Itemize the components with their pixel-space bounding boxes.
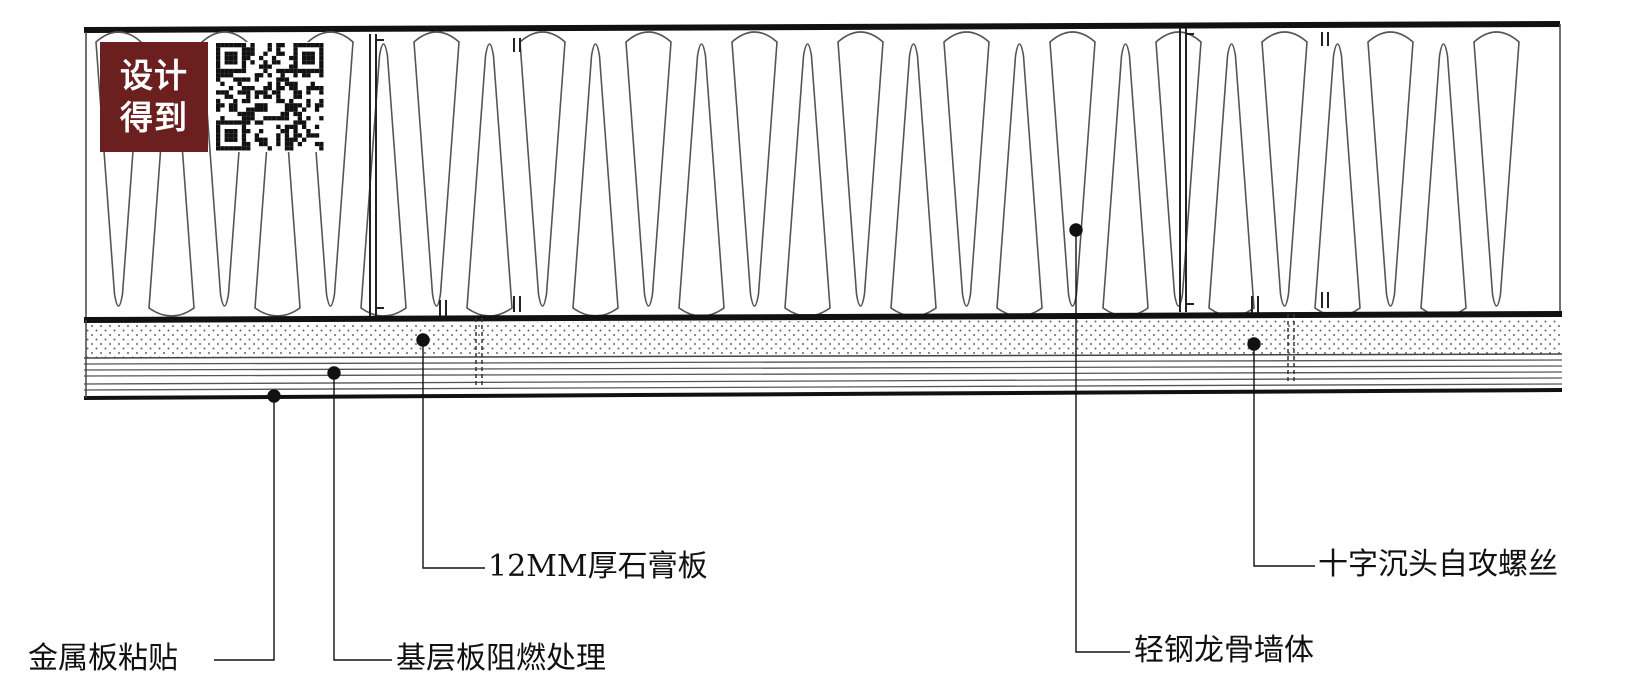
insulation-wave	[625, 31, 672, 307]
insulation-wave	[307, 31, 354, 307]
insulation-wave	[572, 43, 619, 317]
label-steel-stud-wall: 轻钢龙骨墙体	[1134, 633, 1314, 668]
insulation-wave	[360, 43, 407, 317]
insulation-wave	[1102, 43, 1149, 317]
insulation-wave	[731, 31, 778, 307]
insulation-wave	[943, 31, 990, 307]
metal-panel-line	[83, 388, 1563, 400]
leaders	[214, 223, 1315, 661]
insulation-wave	[1155, 31, 1202, 307]
insulation-wave	[678, 43, 725, 317]
leader-line-metal	[214, 396, 275, 661]
steel-stud-right	[1179, 28, 1194, 312]
insulation-wave	[1314, 43, 1361, 317]
insulation-wave	[201, 31, 248, 307]
insulation-wave	[996, 43, 1043, 317]
insulation-wave	[1473, 31, 1520, 307]
insulation-wave	[1367, 31, 1414, 307]
steel-stud-left	[369, 34, 384, 316]
insulation-wave	[784, 43, 831, 317]
top-wall-line	[83, 21, 1561, 33]
leader-line-steel	[1075, 230, 1130, 653]
design-logo: 设计 得到	[100, 42, 208, 152]
stud-clips	[439, 32, 1329, 318]
insulation-wave	[1261, 31, 1308, 307]
gypsum-board-bottom	[83, 353, 1563, 359]
insulation-wave	[466, 43, 513, 317]
insulation-wave	[413, 31, 460, 307]
label-base-board: 基层板阻燃处理	[396, 641, 606, 676]
base-board-lines	[83, 359, 1563, 391]
logo-line-2: 得到	[120, 98, 188, 137]
logo-line-1: 设计	[120, 56, 188, 95]
insulation-wave	[837, 31, 884, 307]
qr-code[interactable]	[214, 42, 326, 152]
insulation-wave	[1420, 43, 1467, 317]
insulation-wave	[519, 31, 566, 307]
insulation-wave	[1208, 43, 1255, 317]
insulation-pattern	[95, 31, 1520, 317]
insulation-wave	[890, 43, 937, 317]
leader-line-base	[333, 373, 392, 661]
label-gypsum-board: 12MM厚石膏板	[488, 549, 708, 584]
leader-line-screw	[1253, 344, 1315, 567]
bottom-wall-line	[83, 311, 1563, 323]
insulation-wave	[1049, 31, 1096, 307]
insulation-wave	[95, 31, 142, 307]
screw-marks	[475, 314, 1295, 386]
leader-line-gypsum	[422, 340, 485, 569]
gypsum-board-layer	[84, 318, 1562, 358]
label-metal-panel: 金属板粘贴	[28, 641, 178, 676]
label-screw: 十字沉头自攻螺丝	[1318, 547, 1558, 582]
